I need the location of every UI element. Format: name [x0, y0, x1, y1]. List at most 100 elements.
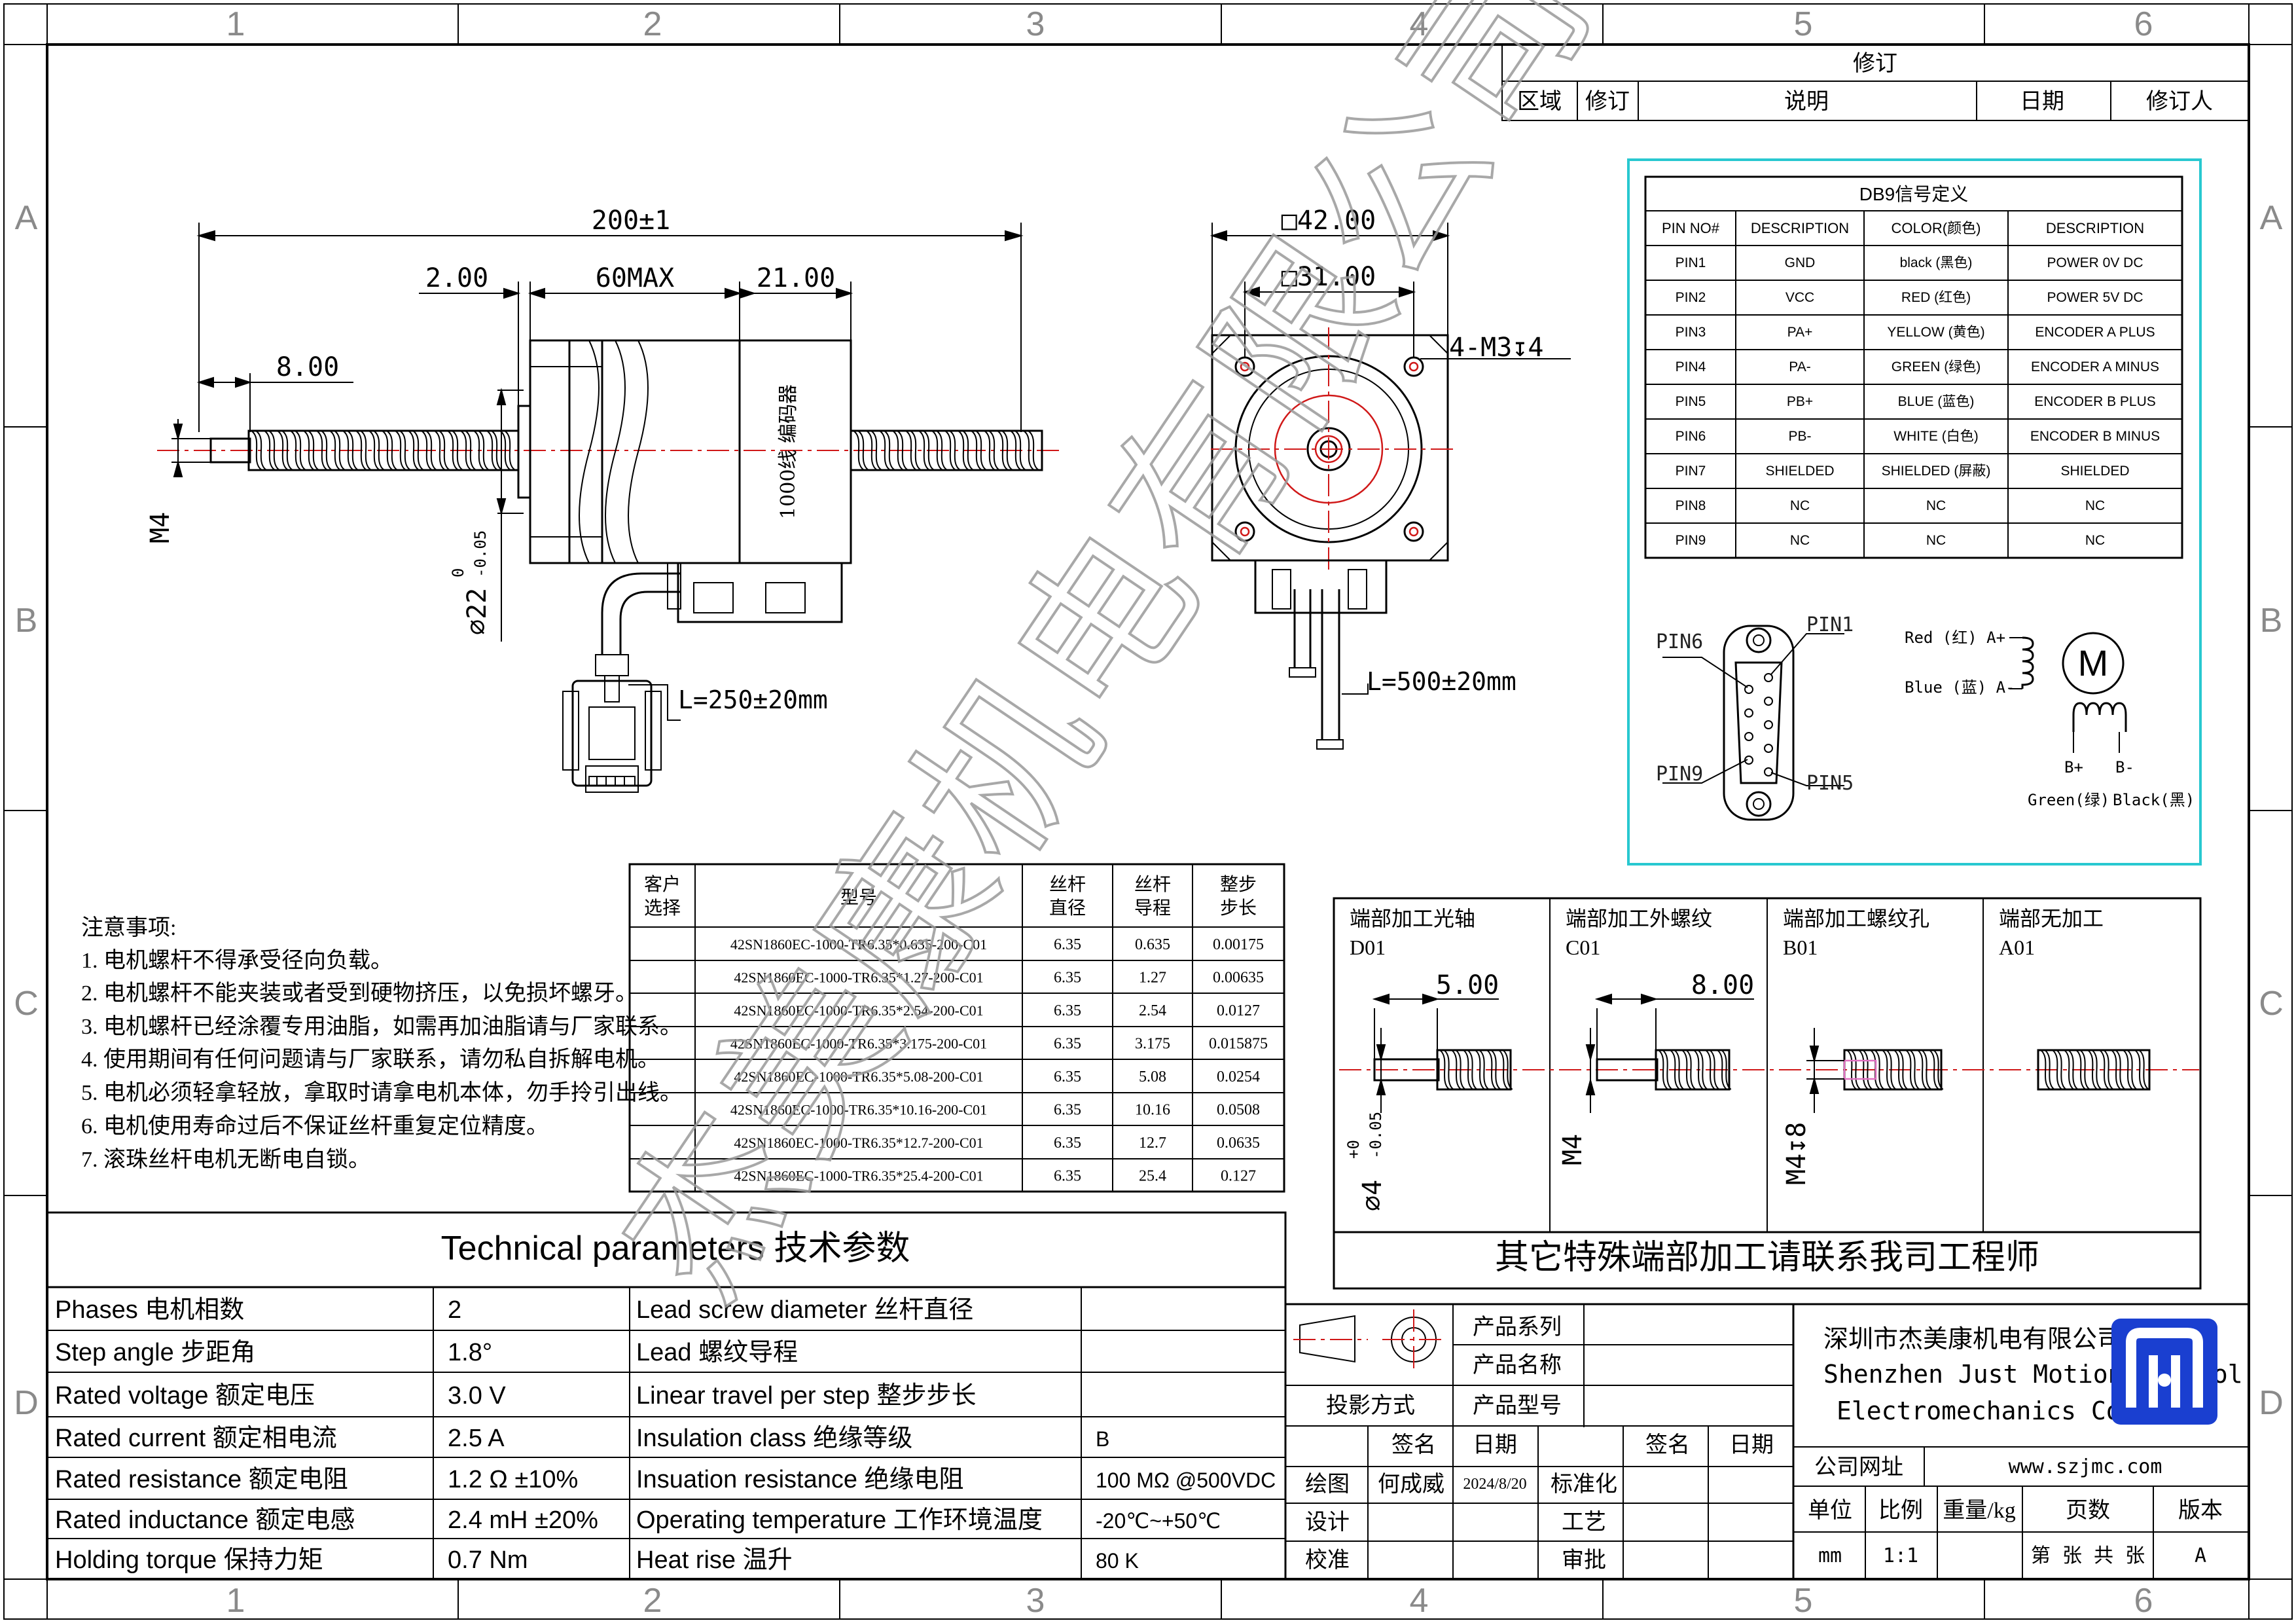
end-code: A01: [1999, 936, 2035, 959]
motor-symbol: M: [2078, 642, 2109, 684]
dim-body: 60MAX: [596, 263, 674, 293]
model-cell: 6.35: [1054, 1135, 1081, 1152]
tech-param-cell: Insulation class 绝缘等级: [636, 1425, 912, 1452]
model-cell: 0.127: [1221, 1168, 1256, 1185]
db9-cell: PA+: [1787, 325, 1813, 340]
db9-cell: NC: [1790, 498, 1810, 513]
row-label: D: [2259, 1384, 2284, 1422]
tech-param-cell: Holding torque 保持力矩: [55, 1546, 323, 1574]
side-cable-length: L=250±20mm: [678, 685, 828, 714]
end-vert-tol-upper: +0: [1344, 1140, 1363, 1159]
row-label: B: [2260, 602, 2283, 640]
model-cell: 42SN1860EC-1000-TR6.35*3.175-200-C01: [730, 1036, 987, 1052]
model-header: 整步步长: [1220, 874, 1257, 919]
db9-connector-diagram: PIN6 PIN1 PIN9 PIN5 Red (红) A+ Blue (蓝) …: [1656, 613, 2195, 821]
row-label: B: [15, 602, 38, 640]
dim-holes: 4-M3↧4: [1449, 333, 1544, 363]
model-cell: 6.35: [1054, 1068, 1081, 1085]
revision-block: 修订 区域 修订 说明 日期 修订人: [1501, 44, 2250, 121]
tech-param-cell: 100 MΩ @500VDC: [1096, 1468, 1276, 1492]
db9-panel: [1627, 158, 2202, 866]
green-wire-label: Green(绿): [2028, 791, 2109, 809]
end-title: 端部加工螺纹孔: [1783, 907, 1929, 930]
db9-cell: PB+: [1787, 394, 1813, 409]
db9-cell: PIN1: [1676, 255, 1706, 270]
end-dim: 5.00: [1436, 970, 1499, 1000]
black-wire-label: Black(黑): [2113, 791, 2195, 809]
db9-header: DESCRIPTION: [2046, 220, 2144, 236]
tech-param-cell: B: [1096, 1427, 1109, 1451]
end-vert-tol-lower: -0.05: [1367, 1112, 1385, 1159]
tb-version: A: [2195, 1544, 2206, 1567]
model-cell: 0.635: [1135, 936, 1170, 953]
row-label: C: [2259, 985, 2284, 1023]
db9-cell: SHIELDED: [1765, 464, 1834, 479]
model-cell: 0.0508: [1217, 1102, 1260, 1119]
model-cell: 42SN1860EC-1000-TR6.35*25.4-200-C01: [734, 1168, 983, 1184]
tb-draw-label: 绘图: [1305, 1472, 1350, 1497]
db9-cell: PIN4: [1676, 359, 1706, 374]
tb-check-label: 校准: [1305, 1548, 1350, 1573]
col-label: 4: [1410, 5, 1429, 43]
note-item: 1. 电机螺杆不得承受径向负载。: [81, 948, 393, 973]
revision-header: 说明: [1784, 88, 1829, 115]
db9-cell: PB-: [1788, 429, 1811, 444]
tb-scale-label: 比例: [1878, 1499, 1923, 1523]
end-code: C01: [1566, 936, 1600, 959]
model-cell: 0.0254: [1217, 1068, 1260, 1085]
note-item: 7. 滚珠丝杆电机无断电自锁。: [81, 1147, 370, 1172]
db9-pin9-label: PIN9: [1656, 763, 1703, 786]
db9-header: COLOR(颜色): [1892, 220, 1981, 236]
db9-table-text: DB9信号定义 PIN NO# DESCRIPTION COLOR(颜色) DE…: [1662, 184, 2160, 548]
db9-cell: PA-: [1789, 359, 1810, 374]
db9-cell: NC: [2085, 533, 2105, 548]
end-vert: M4↧8: [1782, 1122, 1812, 1185]
tb-date-label: 日期: [1473, 1433, 1517, 1457]
db9-cell: GND: [1785, 255, 1816, 270]
tb-sign-label2: 签名: [1645, 1432, 1690, 1457]
db9-cell: PIN2: [1676, 290, 1706, 305]
end-title: 端部加工外螺纹: [1566, 907, 1712, 930]
col-label: 1: [226, 5, 245, 43]
revision-header: 修订人: [2146, 88, 2213, 115]
col-label: 3: [1026, 1582, 1045, 1620]
tb-unit: mm: [1818, 1544, 1842, 1567]
db9-cell: PIN9: [1676, 533, 1706, 548]
tb-type-label: 产品型号: [1473, 1393, 1562, 1418]
tech-param-cell: Lead 螺纹导程: [636, 1339, 798, 1366]
col-label: 3: [1026, 5, 1045, 43]
model-cell: 0.015875: [1209, 1036, 1268, 1053]
db9-cell: RED (红色): [1901, 290, 1971, 305]
col-label: 6: [2134, 1582, 2153, 1620]
model-cell: 42SN1860EC-1000-TR6.35*5.08-200-C01: [734, 1068, 983, 1085]
end-code: B01: [1783, 936, 1818, 959]
db9-cell: WHITE (白色): [1893, 429, 1978, 444]
db9-cell: NC: [2085, 498, 2105, 513]
tb-sign-label: 签名: [1391, 1432, 1436, 1457]
db9-cell: ENCODER B PLUS: [2034, 394, 2156, 409]
tb-website: www.szjmc.com: [2009, 1455, 2162, 1478]
model-header: 丝杆直径: [1049, 874, 1086, 919]
row-label: C: [14, 985, 39, 1023]
revision-header: 修订: [1585, 88, 1630, 115]
db9-cell: PIN7: [1676, 464, 1706, 479]
tech-param-cell: 1.2 Ω ±10%: [448, 1466, 578, 1493]
model-cell: 42SN1860EC-1000-TR6.35*0.635-200-C01: [730, 936, 987, 953]
tb-design-label: 设计: [1305, 1510, 1350, 1535]
tb-website-label: 公司网址: [1814, 1455, 1903, 1480]
note-item: 3. 电机螺杆已经涂覆专用油脂，如需再加油脂请与厂家联系。: [81, 1014, 682, 1039]
db9-cell: SHIELDED (屏蔽): [1882, 464, 1991, 479]
notes-title: 注意事项:: [81, 915, 176, 940]
db9-cell: POWER 0V DC: [2047, 255, 2143, 270]
dim-pilot: ⌀22: [462, 588, 492, 635]
row-label: A: [2260, 199, 2283, 237]
tb-process-label: 工艺: [1562, 1510, 1606, 1535]
front-cable-length: L=500±20mm: [1367, 667, 1516, 696]
title-block: 产品系列 产品名称 产品型号 投影方式 签名 日期 签名 日期 绘图 何成威 标…: [1284, 1303, 2250, 1580]
dim-right: 21.00: [757, 263, 835, 293]
company-cn: 深圳市杰美康机电有限公司: [1823, 1324, 2122, 1353]
db9-cell: SHIELDED: [2060, 464, 2129, 479]
db9-pin6-label: PIN6: [1656, 630, 1703, 653]
model-cell: 6.35: [1054, 1168, 1081, 1185]
model-cell: 1.27: [1139, 970, 1166, 987]
